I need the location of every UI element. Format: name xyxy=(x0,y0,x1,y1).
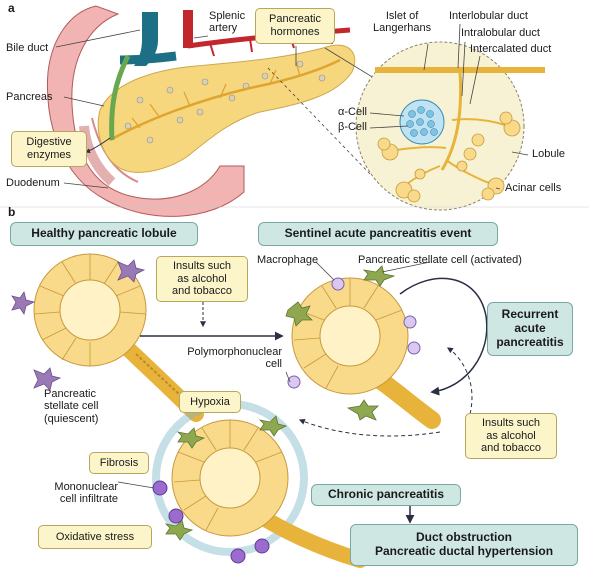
label-stellate-quiescent-line1: Pancreatic xyxy=(44,388,98,400)
box-insults-1-line1: Insults such xyxy=(173,260,231,273)
box-insults-2-line2: as alcohol xyxy=(486,430,536,443)
box-oxidative-stress: Oxidative stress xyxy=(38,525,152,549)
box-insults-1-line2: as alcohol xyxy=(177,273,227,286)
label-stellate-quiescent: Pancreatic stellate cell (quiescent) xyxy=(44,388,98,425)
title-chronic-pancreatitis: Chronic pancreatitis xyxy=(311,484,461,506)
label-intralobular-duct: Intralobular duct xyxy=(461,27,540,39)
label-polymorphonuclear-line1: Polymorphonuclear xyxy=(156,346,282,358)
label-splenic-artery-line1: Splenic xyxy=(209,10,245,22)
box-hypoxia: Hypoxia xyxy=(179,391,241,413)
label-digestive-enzymes-line1: Digestive xyxy=(26,136,71,149)
label-polymorphonuclear-line2: cell xyxy=(156,358,282,370)
label-beta-cell: β-Cell xyxy=(338,121,367,133)
title-duct-obstruction-line2: Pancreatic ductal hypertension xyxy=(375,545,553,559)
box-insults-1: Insults such as alcohol and tobacco xyxy=(156,256,248,302)
title-recurrent-acute: Recurrent acute pancreatitis xyxy=(487,302,573,356)
label-mononuclear-line1: Mononuclear xyxy=(14,481,118,493)
box-fibrosis: Fibrosis xyxy=(89,452,149,474)
panel-label-a: a xyxy=(8,2,15,15)
title-recurrent-line1: Recurrent xyxy=(502,308,559,322)
label-stellate-quiescent-line3: (quiescent) xyxy=(44,413,98,425)
box-insults-2-line3: and tobacco xyxy=(481,442,541,455)
label-pancreatic-hormones: Pancreatic hormones xyxy=(255,8,335,44)
label-pancreatic-hormones-line2: hormones xyxy=(271,26,320,39)
label-lobule: Lobule xyxy=(532,148,565,160)
label-macrophage: Macrophage xyxy=(257,254,318,266)
label-interlobular-duct: Interlobular duct xyxy=(449,10,528,22)
label-alpha-cell: α-Cell xyxy=(338,106,367,118)
label-islet: Islet of Langerhans xyxy=(373,10,431,35)
title-recurrent-line3: pancreatitis xyxy=(496,336,563,350)
label-digestive-enzymes-line2: enzymes xyxy=(27,149,71,162)
title-healthy-lobule: Healthy pancreatic lobule xyxy=(10,222,198,246)
label-mononuclear: Mononuclear cell infiltrate xyxy=(14,481,118,506)
label-acinar-cells: Acinar cells xyxy=(505,182,561,194)
label-splenic-artery: Splenic artery xyxy=(209,10,245,35)
acute-lobule-illustration xyxy=(286,266,432,420)
title-duct-obstruction-line1: Duct obstruction xyxy=(416,531,512,545)
label-islet-line1: Islet of xyxy=(373,10,431,22)
box-insults-2: Insults such as alcohol and tobacco xyxy=(465,413,557,459)
label-splenic-artery-line2: artery xyxy=(209,22,245,34)
label-polymorphonuclear: Polymorphonuclear cell xyxy=(156,346,282,371)
label-pancreatic-hormones-line1: Pancreatic xyxy=(269,13,321,26)
panel-label-b: b xyxy=(8,206,15,219)
label-islet-line2: Langerhans xyxy=(373,22,431,34)
label-stellate-quiescent-line2: stellate cell xyxy=(44,400,98,412)
title-sentinel-event: Sentinel acute pancreatitis event xyxy=(258,222,498,246)
title-duct-obstruction: Duct obstruction Pancreatic ductal hyper… xyxy=(350,524,578,566)
box-insults-1-line3: and tobacco xyxy=(172,285,232,298)
label-bile-duct: Bile duct xyxy=(6,42,48,54)
label-mononuclear-line2: cell infiltrate xyxy=(14,493,118,505)
label-duodenum: Duodenum xyxy=(6,177,60,189)
label-digestive-enzymes: Digestive enzymes xyxy=(11,131,87,167)
box-insults-2-line1: Insults such xyxy=(482,417,540,430)
title-recurrent-line2: acute xyxy=(514,322,545,336)
label-intercalated-duct: Intercalated duct xyxy=(470,43,551,55)
label-pancreas: Pancreas xyxy=(6,91,52,103)
label-stellate-activated: Pancreatic stellate cell (activated) xyxy=(358,254,522,266)
